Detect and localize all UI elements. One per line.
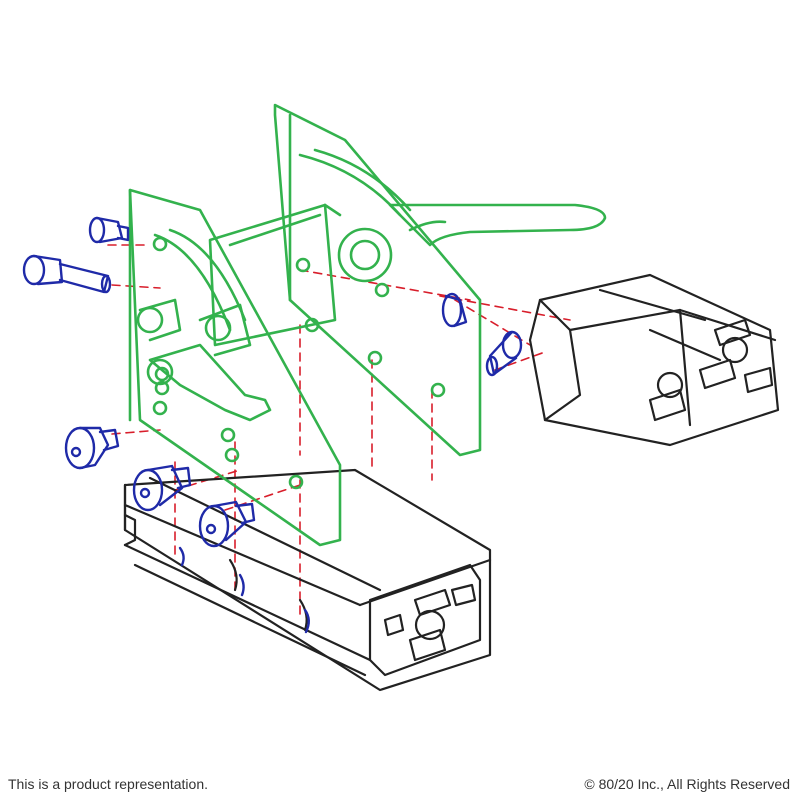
lower-extrusion [123,468,492,692]
screw-right [485,330,523,377]
screw-left-long [22,254,112,294]
footer-copyright: © 80/20 Inc., All Rights Reserved [584,776,790,792]
screw-lower-b [198,500,256,548]
fasteners [22,216,523,634]
right-extrusion [528,273,780,447]
t-nut-right-upper [441,292,468,328]
screw-top-left [88,216,130,244]
assembly-guide-lines [107,244,571,621]
hinge-bracket [128,103,607,547]
screw-lower-a [132,464,192,512]
footer-disclaimer: This is a product representation. [8,776,208,792]
screw-lower-left [64,426,120,470]
